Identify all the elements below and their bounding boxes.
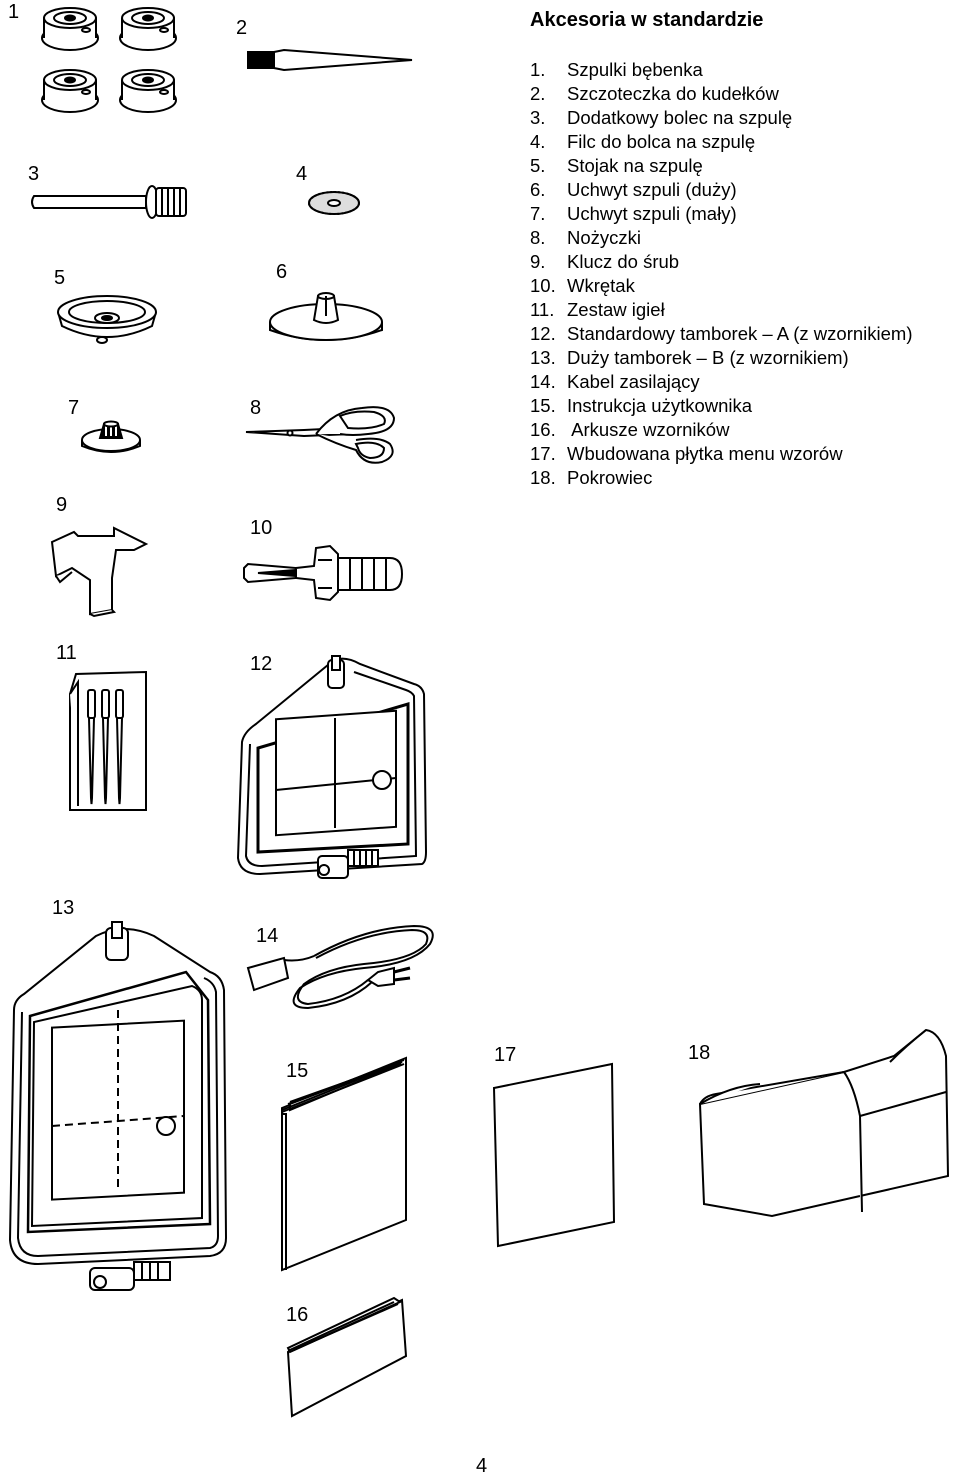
accessory-item: 13. Duży tamborek – B (z wzornikiem) — [530, 346, 912, 370]
accessory-item: 16. Arkusze wzorników — [530, 418, 912, 442]
figure-label-4: 4 — [296, 163, 308, 185]
accessory-number: 9. — [530, 251, 546, 272]
accessory-name: Klucz do śrub — [567, 251, 680, 272]
accessory-name: Szpulki bębenka — [567, 59, 703, 80]
page-number: 4 — [476, 1455, 488, 1477]
accessory-name: Wkrętak — [567, 275, 635, 296]
accessory-name: Pokrowiec — [567, 467, 653, 488]
accessory-name: Arkusze wzorników — [567, 419, 730, 440]
hoop-b-illustration — [6, 920, 232, 1292]
figure-label-11: 11 — [56, 642, 77, 664]
accessory-item: 10. Wkrętak — [530, 274, 912, 298]
power-cord-illustration — [244, 916, 438, 1014]
figure-label-14: 14 — [256, 925, 279, 947]
accessory-number: 11. — [530, 299, 555, 320]
accessory-name: Filc do bolca na szpulę — [567, 131, 756, 152]
accessory-item: 5. Stojak na szpulę — [530, 154, 912, 178]
accessory-list: 1. Szpulki bębenka 2. Szczoteczka do kudełk… — [530, 58, 912, 490]
accessory-number: 18. — [530, 467, 556, 488]
accessory-name: Stojak na szpulę — [567, 155, 703, 176]
accessory-name: Kabel zasilający — [567, 371, 700, 392]
figure-label-9: 9 — [56, 494, 68, 516]
figure-label-13: 13 — [52, 897, 75, 919]
spool-stand-illustration — [52, 290, 162, 350]
accessory-name: Standardowy tamborek – A (z wzornikiem) — [567, 323, 913, 344]
figure-label-6: 6 — [276, 261, 288, 283]
accessory-number: 12. — [530, 323, 556, 344]
accessory-item: 6. Uchwyt szpuli (duży) — [530, 178, 912, 202]
accessory-item: 1. Szpulki bębenka — [530, 58, 912, 82]
pattern-menu-card-illustration — [492, 1062, 616, 1248]
accessory-item: 2. Szczoteczka do kudełków — [530, 82, 912, 106]
accessory-item: 11. Zestaw igieł — [530, 298, 912, 322]
accessory-item: 3. Dodatkowy bolec na szpulę — [530, 106, 912, 130]
accessory-name: Uchwyt szpuli (mały) — [567, 203, 737, 224]
accessory-number: 1. — [530, 59, 546, 80]
accessory-name: Instrukcja użytkownika — [567, 395, 753, 416]
accessory-number: 6. — [530, 179, 546, 200]
hoop-a-illustration — [236, 652, 428, 886]
manual-book-illustration — [278, 1056, 412, 1276]
figure-label-18: 18 — [688, 1042, 711, 1064]
accessory-item: 12. Standardowy tamborek – A (z wzornikie… — [530, 322, 912, 346]
figure-label-10: 10 — [250, 517, 273, 539]
accessory-item: 15. Instrukcja użytkownika — [530, 394, 912, 418]
spool-felt-illustration — [306, 188, 362, 218]
accessory-number: 7. — [530, 203, 546, 224]
figure-label-12: 12 — [250, 653, 273, 675]
accessory-name: Uchwyt szpuli (duży) — [567, 179, 737, 200]
accessory-item: 4. Filc do bolca na szpulę — [530, 130, 912, 154]
screwdriver-illustration — [238, 540, 404, 606]
accessory-item: 17. Wbudowana płytka menu wzorów — [530, 442, 912, 466]
figure-label-2: 2 — [236, 17, 248, 39]
accessory-number: 5. — [530, 155, 546, 176]
spool-cap-large-illustration — [266, 290, 386, 350]
accessory-number: 8. — [530, 227, 546, 248]
figure-label-7: 7 — [68, 397, 80, 419]
needle-set-illustration — [66, 670, 152, 814]
dust-cover-illustration — [694, 1026, 956, 1220]
accessory-name: Duży tamborek – B (z wzornikiem) — [567, 347, 849, 368]
accessory-number: 10. — [530, 275, 556, 296]
accessory-number: 2. — [530, 83, 546, 104]
accessory-name: Wbudowana płytka menu wzorów — [567, 443, 843, 464]
lint-brush-illustration — [244, 42, 414, 78]
accessory-item: 8. Nożyczki — [530, 226, 912, 250]
accessory-item: 14. Kabel zasilający — [530, 370, 912, 394]
spool-cap-small-illustration — [76, 420, 146, 456]
scissors-illustration — [244, 400, 400, 470]
page-title: Akcesoria w standardzie — [530, 9, 764, 31]
accessory-name: Szczoteczka do kudełków — [567, 83, 779, 104]
figure-label-16: 16 — [286, 1304, 309, 1326]
accessory-item: 7. Uchwyt szpuli (mały) — [530, 202, 912, 226]
figure-label-8: 8 — [250, 397, 262, 419]
spool-pin-illustration — [28, 182, 194, 222]
accessory-number: 14. — [530, 371, 556, 392]
bobbins-illustration — [40, 4, 190, 120]
accessory-item: 9. Klucz do śrub — [530, 250, 912, 274]
accessory-item: 18. Pokrowiec — [530, 466, 912, 490]
figure-label-5: 5 — [54, 267, 66, 289]
accessory-number: 16. — [530, 419, 556, 440]
figure-label-3: 3 — [28, 163, 40, 185]
accessory-number: 17. — [530, 443, 556, 464]
figure-label-17: 17 — [494, 1044, 517, 1066]
accessory-name: Nożyczki — [567, 227, 642, 248]
accessory-number: 15. — [530, 395, 556, 416]
screw-key-illustration — [50, 524, 150, 620]
accessory-number: 3. — [530, 107, 546, 128]
accessory-number: 13. — [530, 347, 556, 368]
accessory-name: Dodatkowy bolec na szpulę — [567, 107, 793, 128]
accessory-number: 4. — [530, 131, 546, 152]
accessory-name: Zestaw igieł — [567, 299, 665, 320]
template-sheets-illustration — [284, 1296, 410, 1422]
figure-label-1: 1 — [8, 1, 20, 23]
figure-label-15: 15 — [286, 1060, 309, 1082]
